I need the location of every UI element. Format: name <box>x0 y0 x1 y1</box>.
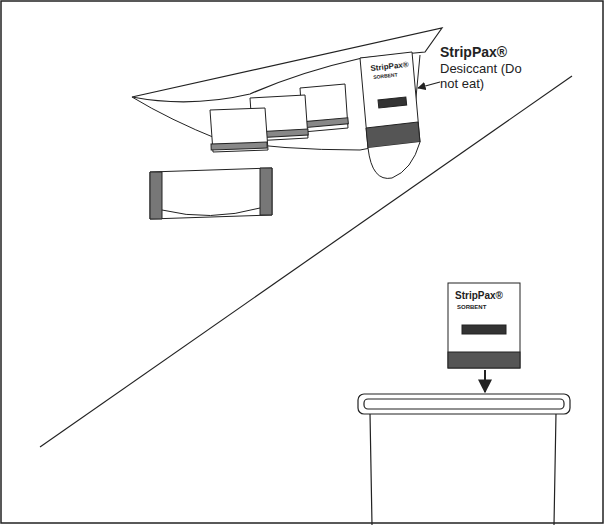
packet-text: SORBENT <box>457 304 517 311</box>
drop-arrow <box>484 370 486 392</box>
callout-text: Desiccant (Do not eat) <box>440 62 528 92</box>
callout-title: StripPax® <box>440 44 550 60</box>
trash-bin <box>358 394 570 525</box>
desiccant-packet <box>360 52 420 178</box>
callout-arrow <box>418 82 440 88</box>
table-edge <box>40 76 572 447</box>
packet-brand: StripPax® <box>455 290 519 302</box>
loose-packet <box>150 168 272 219</box>
falling-packet <box>448 283 520 368</box>
